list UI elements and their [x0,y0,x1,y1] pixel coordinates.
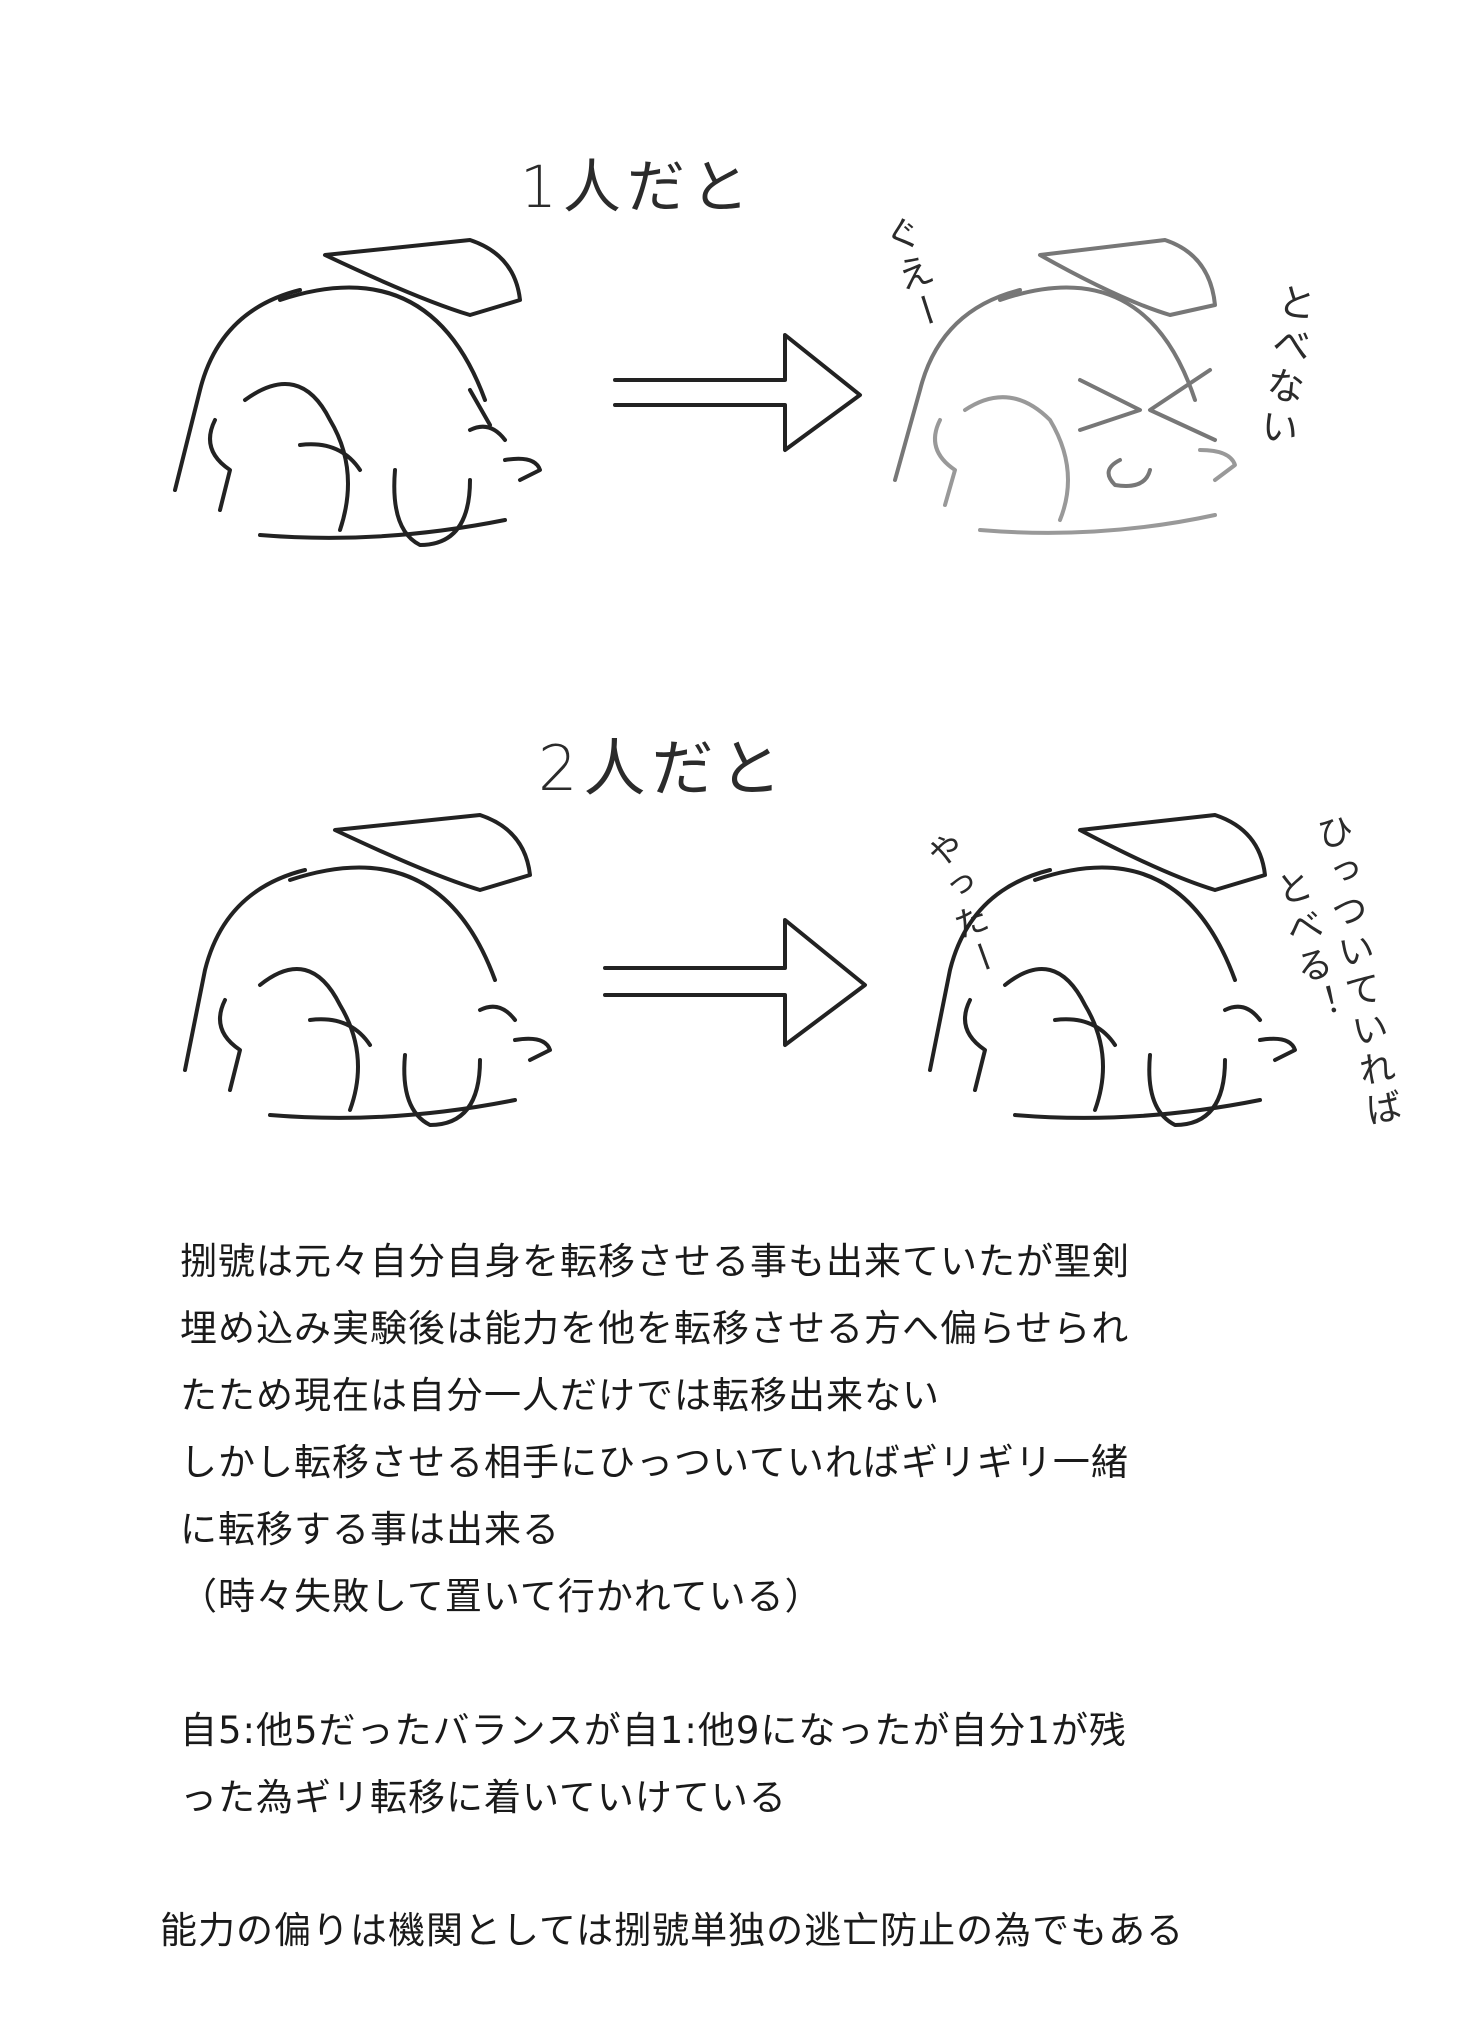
text-line: （時々失敗して置いて行かれている） [180,1575,823,1618]
text-line: しかし転移させる相手にひっついていればギリギリ一緒 [180,1441,1129,1484]
arrow-2 [603,918,867,1047]
footer-note: 能力の偏りは機関としては捌號単独の逃亡防止の為でもある [160,1909,1185,1952]
arrow-1 [613,333,862,452]
caption-two-people: 2人だと [538,732,788,805]
text-line: たため現在は自分一人だけでは転移出来ない [180,1374,940,1417]
text-line: 捌號は元々自分自身を転移させる事も出来ていたが聖剣 [180,1240,1130,1283]
character-tired [893,238,1237,535]
caption-one-person: 1人だと [520,153,755,221]
character-happy-2 [183,813,552,1127]
character-happy-3 [928,813,1297,1127]
sketch-illustration [173,238,1297,1127]
text-line: 自5:他5だったバランスが自1:他9になったが自分1が残 [180,1709,1127,1752]
text-line: った為ギリ転移に着いていけている [180,1776,787,1819]
text-line: に転移する事は出来る [180,1508,560,1551]
character-happy-1 [173,238,542,547]
explanation-text: 捌號は元々自分自身を転移させる事も出来ていたが聖剣 埋め込み実験後は能力を他を転… [180,1228,1380,1831]
text-line: 埋め込み実験後は能力を他を転移させる方へ偏らせられ [180,1307,1130,1350]
